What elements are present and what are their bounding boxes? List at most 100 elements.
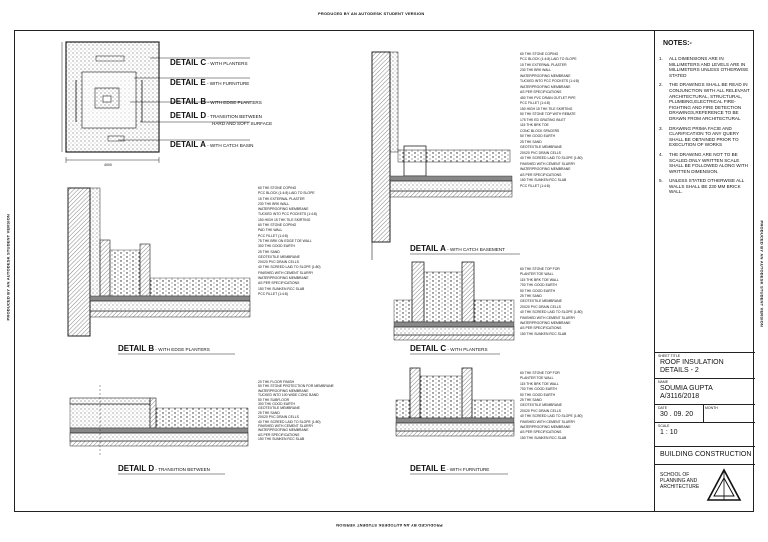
note-item: 3.DRAWING PRIMA FACIE AND CLARIFICATION … — [659, 125, 739, 148]
annotation-text: 150 THK SUNKEN RCC SLAB — [258, 286, 305, 291]
annotation-text: 40 THK SCREED LAID TO SLOPE (1:80) — [520, 414, 583, 419]
annotation-text: 230 THK BRK WALL — [520, 68, 552, 73]
annotation-text: 25 THK SAND — [520, 293, 542, 298]
annotation-text: PCC BLOCK (1:4:8) LAID TO SLOPE — [520, 57, 577, 62]
annotation-text: WATERPROOFING MEMBRANE — [258, 388, 309, 393]
drawing-frame — [14, 30, 754, 512]
annotation-text: 150 HIGH 15 THK TILE SKIRTING — [258, 217, 311, 222]
keyplan-label-e: DETAIL E - WITH FURNITURE — [170, 78, 250, 87]
annotation-text: TUCKED INTO PCC POCKETS (1:4:8) — [258, 212, 317, 217]
subject-cell: BUILDING CONSTRUCTION — [655, 446, 755, 464]
scale-cell: SCALE 1 : 10 — [655, 422, 755, 446]
annotation-text: 15 THK EXTERNAL PLASTER — [258, 196, 305, 201]
annotation-text: 60 THK STONE COPING — [258, 223, 297, 228]
annotation-text: 25 THK SAND — [258, 410, 280, 415]
detail-e-title: DETAIL E - WITH FURNITURE — [410, 464, 490, 473]
keyplan-label-d-line2: HARD AND SOFT SURFACE — [212, 121, 273, 126]
annotation-text: 60 THK STONE COPING — [520, 52, 559, 56]
annotation-text: PLANTER TOE WALL — [520, 272, 554, 277]
annotation-text: WATERPROOFING MEMBRANE — [258, 428, 309, 433]
annotation-text: 50 THK SUBFLOOR — [258, 397, 290, 402]
annotation-text: 20X20 PVC DRAIN CELLS — [258, 415, 299, 420]
keyplan-label-a: DETAIL A - WITH CATCH BASIN — [170, 140, 254, 149]
annotation-text: 150 THK SUNKEN RCC SLAB — [258, 437, 305, 442]
annotation-text: FINISHED WITH CEMENT SLURRY — [258, 270, 314, 275]
annotation-text: GEOTEXTILE MEMBRANE — [258, 254, 300, 259]
annotation-text: 60 THK STONE TOP FOR — [520, 267, 560, 271]
annotation-text: 150 THK SUNKEN RCC SLAB — [520, 435, 567, 440]
annotation-text: FINISHED WITH CEMENT SLURRY — [520, 315, 576, 320]
annotation-text: 20X20 PVC DRAIN CELLS — [520, 304, 561, 309]
annotation-text: 115 THK BRK TOE WALL — [520, 381, 559, 386]
detail-e-section — [395, 367, 515, 437]
annotation-text: 50 THK STONE PROTECTION FOR MEMBRANE — [258, 384, 334, 389]
detail-c-title: DETAIL C - WITH PLANTERS — [410, 344, 488, 353]
date-cell: DATE MONTH 30 . 09. 20 — [655, 404, 755, 423]
annotation-text: 40 THK SCREED LAID TO SLOPE (1:80) — [520, 156, 583, 161]
watermark-top: PRODUCED BY AN AUTODESK STUDENT VERSION — [318, 11, 425, 16]
annotation-text: GEOTEXTILE MEMBRANE — [258, 406, 300, 411]
annotation-text: WATERPROOFING MEMBRANE — [258, 276, 309, 281]
annotation-text: 50 THK GOOD EARTH — [520, 392, 556, 397]
annotation-text: 150 HIGH 15 THK TILE SKIRTING — [520, 106, 573, 111]
annotation-text: 175 THK ED GRATING INLET — [520, 117, 566, 122]
annotation-text: 50 THK GOOD EARTH — [520, 288, 556, 293]
annotation-text: 40 THK SCREED LAID TO SLOPE (1:80) — [258, 265, 321, 270]
annotation-text: FINISHED WITH CEMENT SLURRY — [520, 161, 576, 166]
annotation-text: PCC FILLET (1:4:8) — [258, 233, 288, 238]
key-plan — [61, 41, 250, 163]
annotation-text: FINISHED WITH CEMENT SLURRY — [258, 423, 314, 428]
annotation-text: PCC FILLET (1:4:8) — [520, 183, 550, 188]
annotation-text: 40 THK SCREED LAID TO SLOPE (1:80) — [258, 419, 321, 424]
annotation-text: 15 THK EXTERNAL PLASTER — [520, 62, 567, 67]
annotation-text: GEOTEXTILE MEMBRANE — [520, 299, 562, 304]
annotation-text: TUCKED INTO PCC POCKETS (1:4:8) — [520, 79, 579, 84]
annotation-text: 230 THK BRK WALL — [258, 201, 290, 206]
annotation-text: AS PER SPECIFICATIONS — [520, 430, 562, 435]
detail-d-title: DETAIL D - TRANSITION BETWEEN — [118, 464, 210, 473]
annotation-text: 20X20 PVC DRAIN CELLS — [520, 150, 561, 155]
note-item: 2.THE DRAWINGS SHALL BE READ IN CONJUNCT… — [659, 82, 750, 121]
annotation-text: WATERPROOFING MEMBRANE — [520, 424, 571, 429]
annotation-text: 50 THK GOOD EARTH — [520, 134, 556, 139]
annotation-text: 150 THK SUNKEN RCC SLAB — [520, 178, 567, 183]
school-logo — [706, 468, 742, 501]
detail-b-section — [67, 187, 251, 337]
annotation-text: TUCKED INTO 100 WIDE CONC BAND — [258, 393, 319, 398]
note-item: 4.THE DRAWING ARE NOT TO BE SCALED.ONLY … — [659, 151, 748, 174]
annotation-text: AS PER SPECIFICATIONS — [258, 432, 300, 437]
annotation-text: 60 THK STONE TOP FOR — [520, 371, 560, 375]
name-cell: NAME SOUMIA GUPTA A/3116/2018 — [655, 378, 755, 404]
annotation-text: PLANTER TOE WALL — [520, 376, 554, 381]
detail-c-section — [393, 261, 515, 341]
annotation-text: 700 THK GOOD EARTH — [520, 387, 557, 392]
annotation-text: WATERPROOFING MEMBRANE — [520, 84, 571, 89]
annotation-text: AS PER SPECIFICATIONS — [258, 281, 300, 286]
keyplan-label-b: DETAIL B - WITH EDGE PLANTERS — [170, 97, 262, 106]
annotation-text: PCC BLOCK (1:4:8) LAID TO SLOPE — [258, 191, 315, 196]
note-item: 5.UNLESS STATED OTHERWISE ALL WALLS SHAL… — [659, 178, 745, 195]
annotation-text: 50 THK STONE TOP WITH REBATE — [520, 112, 576, 117]
annotation-text: 450 THK PVC DRAIN OUTLET PIPE — [520, 95, 576, 100]
annotation-text: GEOTEXTILE MEMBRANE — [520, 403, 562, 408]
annotation-text: 700 THK GOOD EARTH — [520, 283, 557, 288]
annotation-text: WATERPROOFING MEMBRANE — [520, 167, 571, 172]
detail-b-title: DETAIL B - WITH EDGE PLANTERS — [118, 344, 210, 353]
annotation-text: 75 THK BRK ON EDGE TOE WALL — [258, 238, 312, 243]
keyplan-label-d: DETAIL D - TRANSITION BETWEEN — [170, 111, 262, 120]
annotation-text: PCC FILLET (1:4:8) — [520, 101, 550, 106]
annotation-text: PAD THK WALL — [258, 228, 283, 233]
detail-a-section — [371, 51, 513, 260]
detail-d-section — [69, 385, 249, 455]
annotation-text: WATERPROOFING MEMBRANE — [258, 207, 309, 212]
school-cell: SCHOOL OF PLANNING AND ARCHITECTURE — [655, 464, 755, 512]
sheet-title-cell: SHEET TITLE ROOF INSULATION DETAILS - 2 — [655, 352, 755, 378]
annotation-text: 300 THK GOOD EARTH — [258, 244, 295, 249]
annotation-text: WATERPROOFING MEMBRANE — [520, 73, 571, 78]
annotation-text: 20 THK FLOOR FINISH — [258, 380, 295, 384]
annotation-text: 115 THK BRK TOE — [520, 123, 549, 128]
annotation-text: AS PER SPECIFICATIONS — [520, 326, 562, 331]
